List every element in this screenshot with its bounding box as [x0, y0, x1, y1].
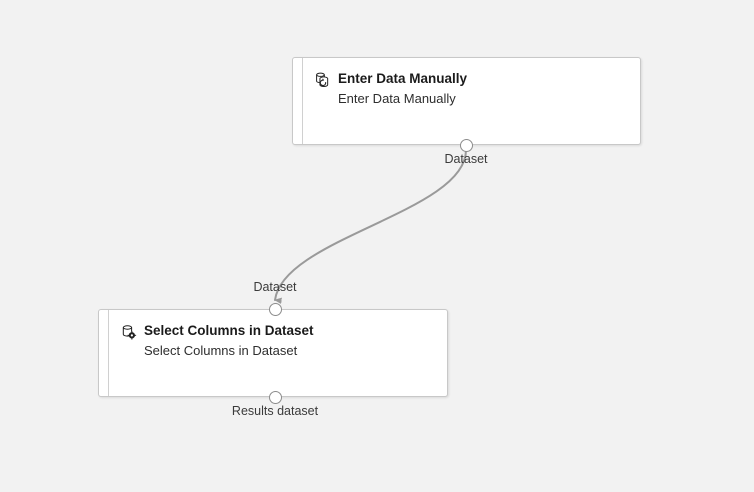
node-enter-data-manually[interactable]: Enter Data Manually Enter Data Manually	[292, 57, 641, 145]
input-port-label-dataset: Dataset	[253, 280, 297, 294]
output-port-results-dataset[interactable]	[268, 390, 282, 404]
output-port-label-dataset: Dataset	[444, 152, 488, 166]
database-refresh-icon	[316, 72, 329, 87]
node-header: Enter Data Manually	[313, 70, 630, 89]
node-content: Enter Data Manually Enter Data Manually	[313, 70, 630, 107]
node-title: Enter Data Manually	[338, 71, 468, 86]
node-title: Select Columns in Dataset	[144, 323, 314, 338]
node-content: Select Columns in Dataset Select Columns…	[119, 322, 437, 359]
node-accent-rule	[108, 310, 109, 396]
edge-dataset-to-dataset[interactable]	[274, 149, 467, 305]
node-header: Select Columns in Dataset	[119, 322, 437, 341]
output-port-dataset[interactable]	[459, 138, 473, 152]
node-accent-rule	[302, 58, 303, 144]
node-subtitle: Select Columns in Dataset	[144, 343, 298, 358]
node-subtitle: Enter Data Manually	[338, 91, 456, 106]
input-port-dataset[interactable]	[268, 302, 282, 316]
node-select-columns-in-dataset[interactable]: Select Columns in Dataset Select Columns…	[98, 309, 448, 397]
output-port-label-results-dataset: Results dataset	[231, 404, 319, 418]
database-gear-icon	[122, 325, 137, 340]
